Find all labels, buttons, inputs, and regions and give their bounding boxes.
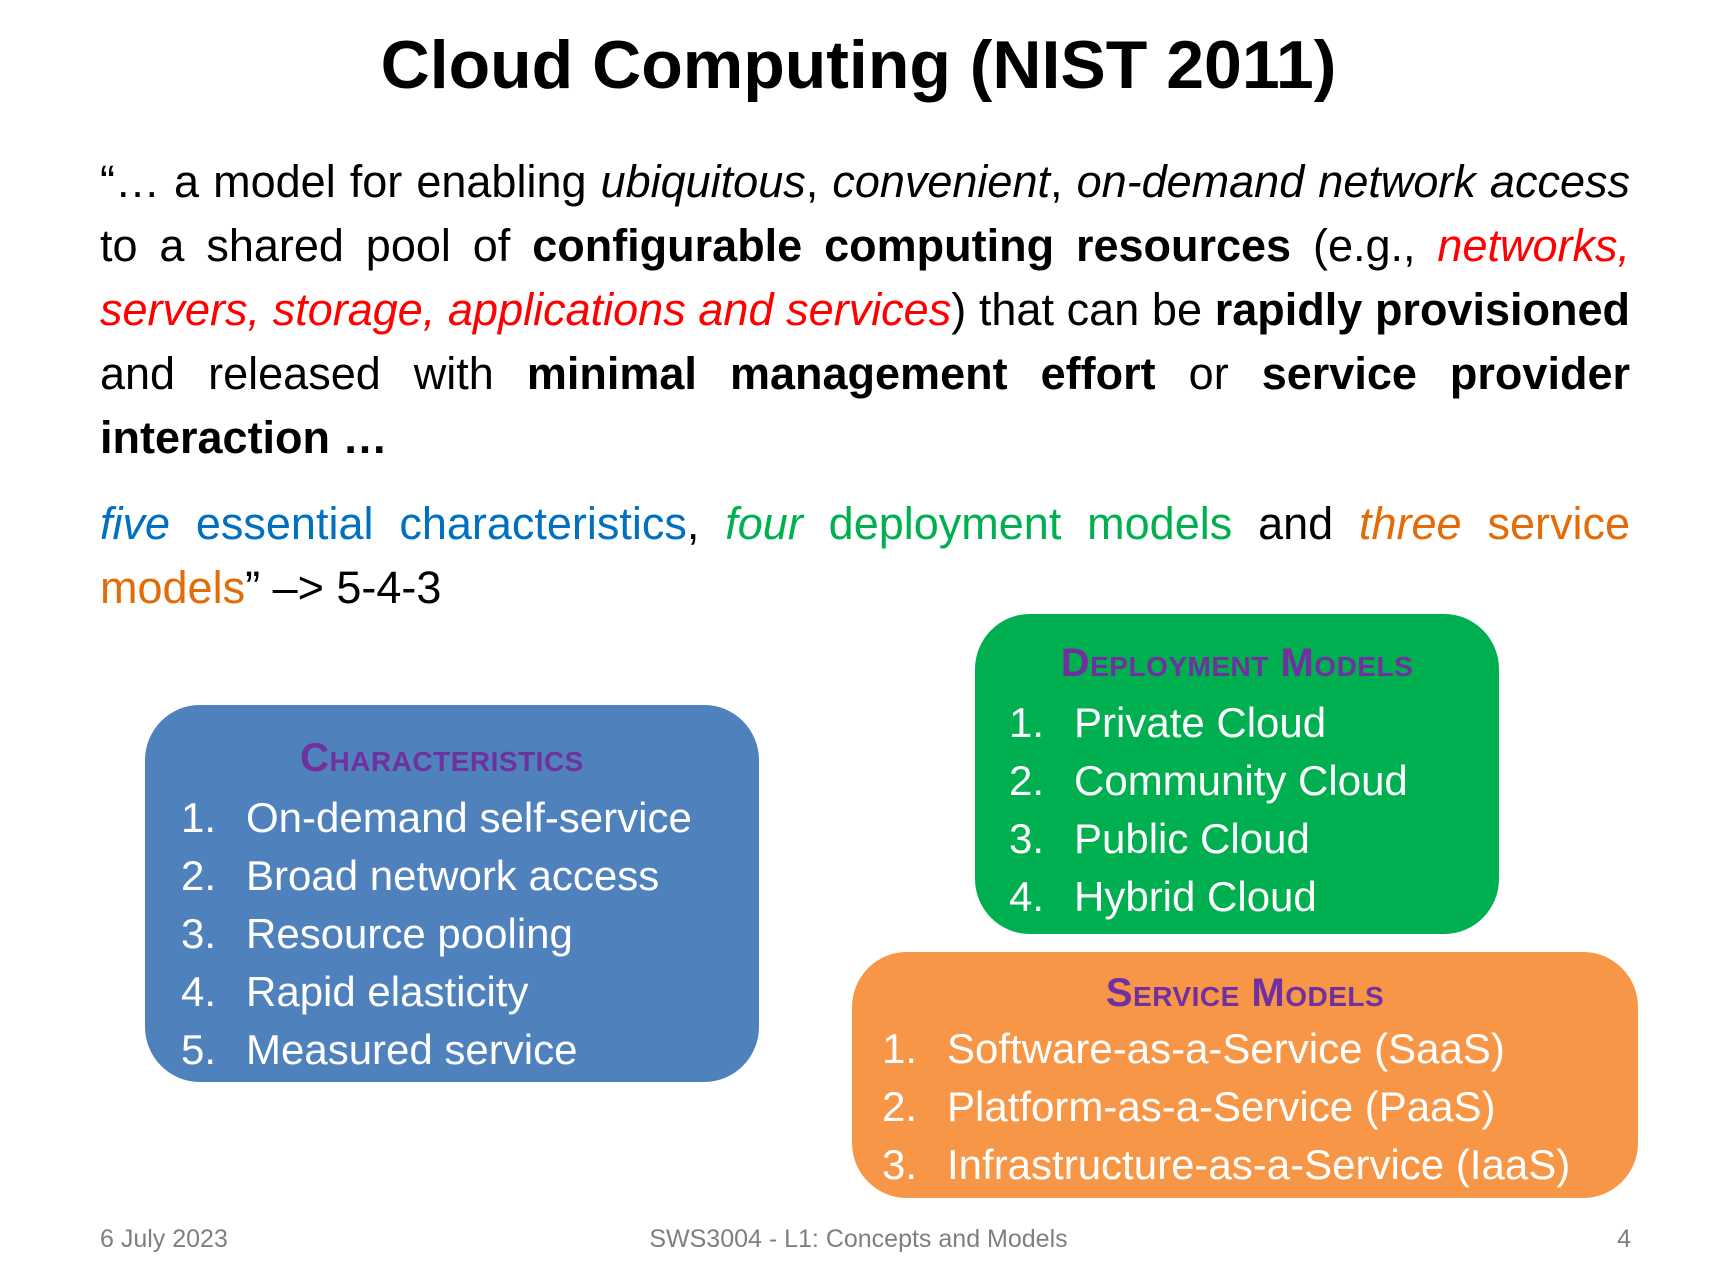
list-item: 5. Measured service [181, 1021, 759, 1079]
quote-text: , [1050, 156, 1077, 207]
list-item: 1. Software-as-a-Service (SaaS) [882, 1020, 1638, 1078]
summary-text: , [686, 498, 726, 549]
list-item: 3. Public Cloud [1009, 810, 1499, 868]
list-label: Private Cloud [1074, 699, 1327, 746]
footer-page-number: 4 [1617, 1225, 1631, 1253]
quote-emphasis: convenient [832, 156, 1050, 207]
list-number: 3. [882, 1141, 918, 1188]
summary-count-four: four [725, 498, 803, 549]
list-item: 4. Hybrid Cloud [1009, 868, 1499, 926]
characteristics-list: 1. On-demand self-service 2. Broad network… [145, 789, 759, 1079]
quote-text: and released with [100, 348, 527, 399]
summary-text: and [1232, 498, 1360, 549]
list-label: Broad network access [246, 852, 660, 899]
quote-text: to a shared pool of [100, 220, 533, 271]
summary-count-five: five [100, 498, 171, 549]
quote-text: or [1155, 348, 1262, 399]
list-label: Community Cloud [1074, 757, 1408, 804]
list-label: Public Cloud [1074, 815, 1310, 862]
list-item: 4. Rapid elasticity [181, 963, 759, 1021]
quote-text: , [805, 156, 833, 207]
list-item: 2. Platform-as-a-Service (PaaS) [882, 1078, 1638, 1136]
list-item: 3. Resource pooling [181, 905, 759, 963]
quote-resource-examples: networks, servers, storage, applications… [100, 220, 1630, 335]
list-number: 1. [882, 1025, 918, 1072]
list-number: 2. [181, 852, 217, 899]
service-list: 1. Software-as-a-Service (SaaS) 2. Platfor… [852, 1020, 1638, 1194]
list-number: 2. [882, 1083, 918, 1130]
quote-emphasis: ubiquitous [600, 156, 806, 207]
list-item: 2. Community Cloud [1009, 752, 1499, 810]
characteristics-heading: Characteristics [300, 736, 584, 780]
list-number: 1. [181, 794, 217, 841]
list-number: 5. [181, 1026, 217, 1073]
list-label: On-demand self-service [246, 794, 692, 841]
deployment-list: 1. Private Cloud 2. Community Cloud 3. Publ… [975, 694, 1499, 926]
deployment-models-box: Deployment Models 1. Private Cloud 2. Comm… [975, 614, 1499, 934]
list-number: 4. [1009, 873, 1045, 920]
list-number: 4. [181, 968, 217, 1015]
list-item: 2. Broad network access [181, 847, 759, 905]
service-models-box: Service Models 1. Software-as-a-Service (… [852, 952, 1638, 1198]
list-label: Software-as-a-Service (SaaS) [947, 1025, 1505, 1072]
service-heading: Service Models [1105, 971, 1385, 1015]
summary-text: ” –> 5-4-3 [245, 562, 442, 613]
quote-text: ) that can be [951, 284, 1215, 335]
deployment-heading: Deployment Models [1060, 641, 1414, 685]
list-item: 1. On-demand self-service [181, 789, 759, 847]
list-label: Infrastructure-as-a-Service (IaaS) [947, 1141, 1571, 1188]
list-item: 3. Infrastructure-as-a-Service (IaaS) [882, 1136, 1638, 1194]
characteristics-box: Characteristics 1. On-demand self-service… [145, 705, 759, 1082]
list-number: 3. [1009, 815, 1045, 862]
quote-text: “… a model for enabling [100, 156, 601, 207]
quote-bold: minimal management effort [526, 348, 1156, 399]
model-summary: five essential characteristics, four dep… [100, 492, 1630, 620]
quote-text: (e.g., [1291, 220, 1438, 271]
list-label: Rapid elasticity [246, 968, 529, 1015]
quote-bold: rapidly provisioned [1214, 284, 1630, 335]
nist-definition-quote: “… a model for enabling ubiquitous, conv… [100, 150, 1630, 470]
list-item: 1. Private Cloud [1009, 694, 1499, 752]
list-label: Hybrid Cloud [1074, 873, 1317, 920]
list-number: 2. [1009, 757, 1045, 804]
list-label: Platform-as-a-Service (PaaS) [947, 1083, 1496, 1130]
quote-bold: configurable computing resources [532, 220, 1292, 271]
list-label: Resource pooling [246, 910, 573, 957]
summary-characteristics: essential characteristics [170, 498, 687, 549]
quote-emphasis: on-demand network access [1076, 156, 1630, 207]
footer-date: 6 July 2023 [100, 1225, 228, 1253]
list-number: 1. [1009, 699, 1045, 746]
list-number: 3. [181, 910, 217, 957]
quote-bold: service provider interaction … [100, 348, 1630, 463]
summary-deployment: deployment models [802, 498, 1233, 549]
slide-title: Cloud Computing (NIST 2011) [380, 27, 1337, 103]
list-label: Measured service [246, 1026, 578, 1073]
summary-count-three: three [1359, 498, 1462, 549]
summary-service: service models [100, 498, 1630, 613]
footer-course-title: SWS3004 - L1: Concepts and Models [649, 1225, 1068, 1253]
